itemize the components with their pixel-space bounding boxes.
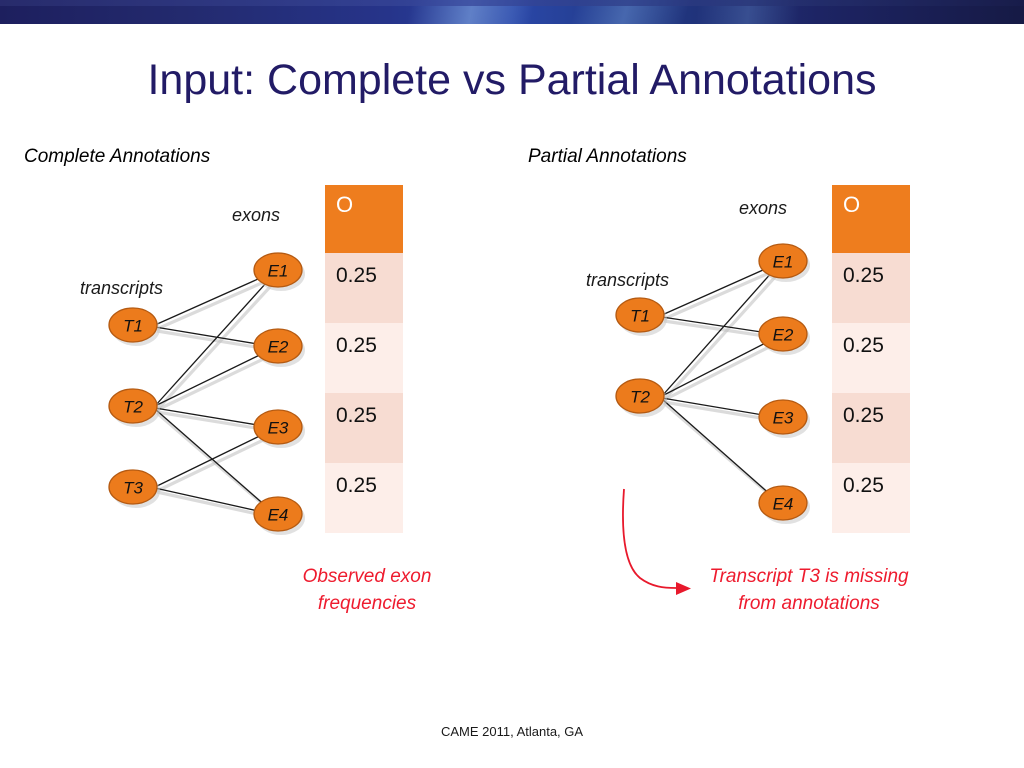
edge-T1-E1 xyxy=(154,270,277,326)
banner-sheen xyxy=(0,0,1024,6)
left-transcript-node-T2-label: T2 xyxy=(123,398,143,417)
edge-T1-E2-partial xyxy=(661,316,782,336)
edge-T2-E3-partial xyxy=(661,397,782,419)
left-exon-node-E2[interactable]: E2 xyxy=(253,328,303,364)
right-frequency-table: O 0.25 0.25 0.25 0.25 xyxy=(832,185,910,533)
right-table-cell-E3: 0.25 xyxy=(832,393,910,463)
page-title: Input: Complete vs Partial Annotations xyxy=(147,56,877,104)
left-exons-label: exons xyxy=(232,205,281,225)
edge-T2-E2-partial xyxy=(661,334,782,397)
right-exon-node-E1-label: E1 xyxy=(773,253,794,272)
right-exon-node-E4-label: E4 xyxy=(773,495,794,514)
left-transcript-node-T3[interactable]: T3 xyxy=(108,469,158,505)
left-annotation-line1: Observed exon xyxy=(302,566,432,587)
left-table-cell-E1: 0.25 xyxy=(325,253,403,323)
edge-T2-E1-partial xyxy=(661,261,782,397)
right-exon-node-E2[interactable]: E2 xyxy=(758,316,808,352)
left-exon-node-E3-label: E3 xyxy=(268,419,289,438)
left-transcript-node-T2[interactable]: T2 xyxy=(108,388,158,424)
left-frequency-table: O 0.25 0.25 0.25 0.25 xyxy=(325,185,403,533)
left-graph-edges xyxy=(154,270,277,516)
right-annotation-line1: Transcript T3 is missing xyxy=(709,566,909,587)
right-table-cell-E2: 0.25 xyxy=(832,323,910,393)
edge-T2-E2 xyxy=(154,346,277,407)
left-exon-node-E1-label: E1 xyxy=(268,262,289,281)
right-table-cell-E1: 0.25 xyxy=(832,253,910,323)
right-exon-node-E2-label: E2 xyxy=(773,326,794,345)
left-table-header-O: O xyxy=(325,185,403,253)
slide-footer: CAME 2011, Atlanta, GA xyxy=(440,724,584,739)
right-transcript-node-T1-label: T1 xyxy=(630,307,650,326)
left-table-cell-E2: 0.25 xyxy=(325,323,403,393)
right-exon-node-E1[interactable]: E1 xyxy=(758,243,808,279)
right-transcript-node-T2[interactable]: T2 xyxy=(615,378,665,414)
right-table-cell-E4: 0.25 xyxy=(832,463,910,533)
left-transcripts-label: transcripts xyxy=(80,278,164,298)
left-exon-node-E4-label: E4 xyxy=(268,506,289,525)
right-exon-node-E3-label: E3 xyxy=(773,409,794,428)
left-transcript-node-T3-label: T3 xyxy=(123,479,143,498)
edge-T3-E3 xyxy=(154,427,277,488)
right-transcripts-label: transcripts xyxy=(586,270,670,290)
right-exons-label: exons xyxy=(739,198,788,218)
left-exon-node-E2-label: E2 xyxy=(268,338,289,357)
right-graph-edges xyxy=(661,261,782,505)
left-transcript-node-T1[interactable]: T1 xyxy=(108,307,158,343)
edge-T1-E1-partial xyxy=(661,261,782,316)
left-graph-edge-shadows xyxy=(155,273,282,521)
left-annotation-line2: frequencies xyxy=(317,593,417,614)
right-panel-heading: Partial Annotations xyxy=(528,146,687,167)
edge-T2-E1 xyxy=(154,271,277,407)
left-exon-node-E4[interactable]: E4 xyxy=(253,496,303,532)
left-exon-node-E3[interactable]: E3 xyxy=(253,409,303,445)
right-exon-node-E4[interactable]: E4 xyxy=(758,485,808,521)
right-annotation-note: Transcript T3 is missing from annotation… xyxy=(672,563,946,617)
edge-T3-E4 xyxy=(154,487,277,516)
left-table-cell-E4: 0.25 xyxy=(325,463,403,533)
edge-T1-E2 xyxy=(154,326,277,348)
left-annotation-note: Observed exon frequencies xyxy=(256,563,478,617)
left-exon-node-E1[interactable]: E1 xyxy=(253,252,303,288)
edge-T2-E4-partial xyxy=(661,398,782,505)
slide-banner xyxy=(0,0,1024,24)
right-annotation-line2: from annotations xyxy=(738,593,880,614)
left-panel-heading: Complete Annotations xyxy=(24,146,211,167)
edge-T2-E4 xyxy=(154,408,277,516)
right-table-header-O: O xyxy=(832,185,910,253)
right-exon-node-E3[interactable]: E3 xyxy=(758,399,808,435)
right-transcript-node-T1[interactable]: T1 xyxy=(615,297,665,333)
left-table-cell-E3: 0.25 xyxy=(325,393,403,463)
right-transcript-node-T2-label: T2 xyxy=(630,388,650,407)
right-graph-edge-shadows xyxy=(662,264,787,510)
edge-T2-E3 xyxy=(154,407,277,429)
left-transcript-node-T1-label: T1 xyxy=(123,317,143,336)
